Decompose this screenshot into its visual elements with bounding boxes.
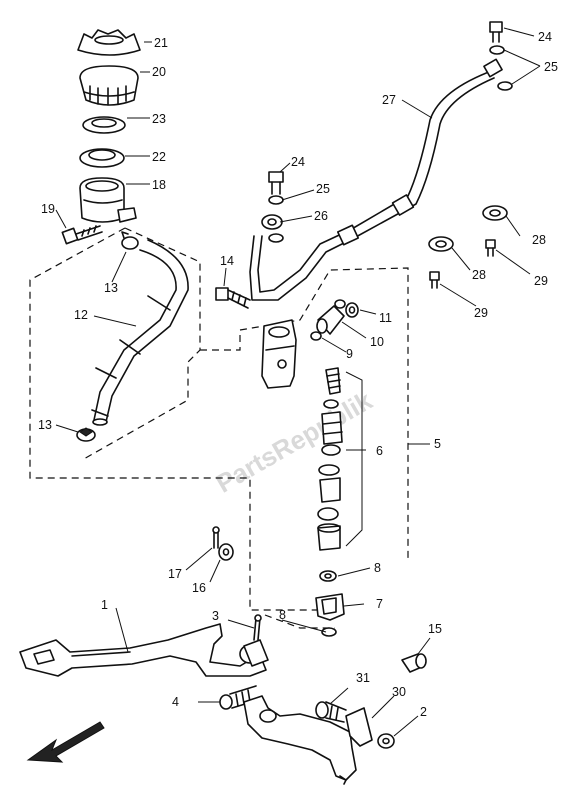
adjuster-nut-upper — [319, 570, 337, 582]
joint-seal — [345, 302, 359, 318]
piston-kit — [317, 367, 343, 551]
callout-2: 2 — [420, 705, 427, 719]
callout-27: 27 — [382, 93, 396, 107]
callout-20: 20 — [152, 65, 166, 79]
callout-11: 11 — [379, 311, 392, 325]
callout-29-upper: 29 — [534, 274, 548, 288]
callout-7: 7 — [376, 597, 383, 611]
reservoir-cap-cover — [77, 29, 141, 56]
callout-15: 15 — [428, 622, 442, 636]
brake-pedal — [19, 623, 269, 677]
callout-18: 18 — [152, 178, 166, 192]
reservoir-tank — [79, 177, 137, 223]
callout-4: 4 — [172, 695, 179, 709]
callout-24-top: 24 — [538, 30, 552, 44]
callout-19: 19 — [41, 202, 55, 216]
callout-8-upper: 8 — [374, 561, 381, 575]
reservoir-hose — [91, 239, 189, 426]
washers-top — [489, 45, 513, 91]
clamp-screw-upper — [485, 239, 496, 257]
callout-14: 14 — [220, 254, 234, 268]
callout-1: 1 — [101, 598, 108, 612]
clamp-screw-lower — [429, 271, 440, 289]
pedal-end-cap — [401, 653, 427, 673]
callout-numbers: 21 20 23 22 18 19 13 12 13 14 24 25 26 2… — [38, 30, 558, 719]
clevis — [315, 593, 345, 621]
diaphragm — [79, 148, 125, 168]
callout-31: 31 — [356, 671, 370, 685]
callout-9: 9 — [346, 347, 353, 361]
callout-28-upper: 28 — [532, 233, 546, 247]
callout-25-top: 25 — [544, 60, 558, 74]
callout-13-upper: 13 — [104, 281, 118, 295]
reservoir-bolt — [61, 225, 103, 245]
leader-lines — [55, 27, 541, 737]
callout-24-middle: 24 — [291, 155, 305, 169]
callout-22: 22 — [152, 150, 166, 164]
callout-6: 6 — [376, 444, 383, 458]
callout-23: 23 — [152, 112, 166, 126]
arm-nut — [377, 733, 395, 749]
master-cylinder-body — [261, 319, 297, 389]
hose-joint — [316, 299, 346, 335]
adjuster-nut-lower — [321, 627, 337, 637]
banjo-fitting — [261, 214, 283, 230]
callout-8-lower: 8 — [279, 608, 286, 622]
hose-clamp-upper — [121, 231, 139, 250]
o-ring — [310, 331, 322, 341]
callout-3: 3 — [212, 609, 219, 623]
hose-clamp-right-lower — [428, 236, 454, 252]
callout-17: 17 — [168, 567, 182, 581]
hose-clamp-right-upper — [482, 205, 508, 221]
watermark: PartsRepublik — [211, 385, 378, 499]
diaphragm-plate — [82, 116, 126, 134]
cotter-pin — [212, 526, 220, 549]
callout-10: 10 — [370, 335, 384, 349]
callout-21: 21 — [154, 36, 168, 50]
pedal-arm — [243, 695, 373, 785]
callout-29-lower: 29 — [474, 306, 488, 320]
callout-12: 12 — [74, 308, 88, 322]
cotter-pin-pedal — [253, 614, 262, 641]
callout-5: 5 — [434, 437, 441, 451]
callout-26: 26 — [314, 209, 328, 223]
front-direction-arrow — [26, 721, 105, 763]
mounting-bolt — [215, 287, 251, 309]
callout-16: 16 — [192, 581, 206, 595]
brake-hose — [249, 58, 503, 301]
union-bolt-top — [489, 21, 503, 43]
pin-washer — [218, 543, 234, 561]
reservoir-cap — [79, 65, 139, 106]
arm-bolt — [315, 701, 347, 723]
callout-13-lower: 13 — [38, 418, 52, 432]
callout-28-lower: 28 — [472, 268, 486, 282]
callout-25-middle: 25 — [316, 182, 330, 196]
hose-clamp-lower — [76, 427, 96, 442]
callout-30: 30 — [392, 685, 406, 699]
assembly-outlines — [29, 227, 409, 629]
union-bolt-middle — [268, 171, 284, 195]
